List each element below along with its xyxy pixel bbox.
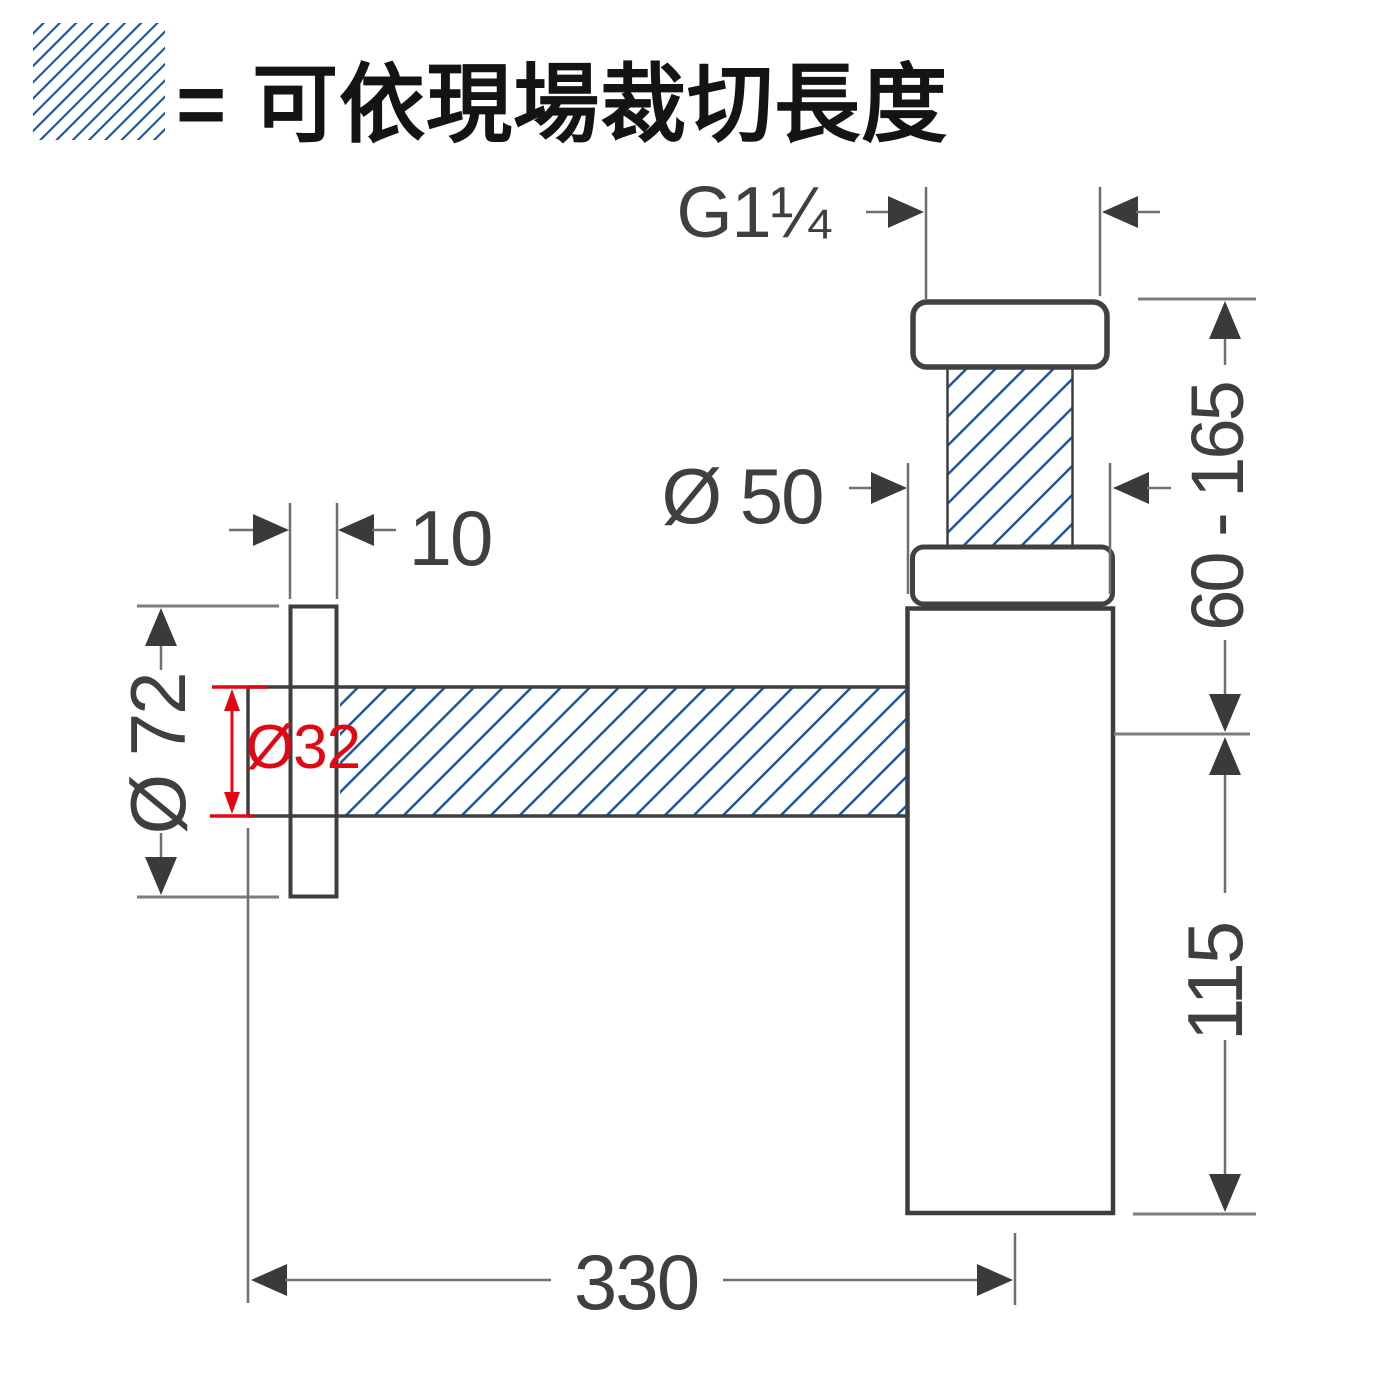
thread-size-label: G1¼ — [676, 173, 830, 253]
flange-diameter-dimension — [137, 604, 279, 899]
top-nut — [910, 299, 1110, 370]
thread-dimension — [866, 187, 1160, 299]
flange-thickness-dimension — [229, 503, 396, 599]
wall-flange — [288, 604, 339, 899]
height-dimensions — [1114, 297, 1256, 1216]
trap-diameter-dimension — [849, 463, 1171, 594]
body-drop-height-label: 115 — [1171, 922, 1259, 1042]
pipe-diameter-label: Ø32 — [245, 713, 361, 782]
reach-dimension — [246, 828, 1017, 1305]
wall-pipe-hatch — [340, 688, 906, 815]
collar-nut — [910, 544, 1115, 607]
inlet-pipe-hatch — [948, 367, 1072, 547]
pipe-diameter-dimension — [210, 685, 267, 818]
trap-body — [905, 606, 1116, 1216]
legend-hatch-swatch — [33, 23, 165, 140]
flange-diameter-label: Ø 72 — [114, 673, 202, 835]
trap-diameter-label: Ø 50 — [661, 452, 824, 540]
legend-label: = 可依現場裁切長度 — [176, 57, 949, 153]
inlet-height-range-label: 60 - 165 — [1176, 383, 1259, 631]
flange-thickness-label: 10 — [408, 494, 494, 582]
wall-to-center-label: 330 — [573, 1238, 700, 1326]
trap-fixture — [246, 299, 1116, 1216]
